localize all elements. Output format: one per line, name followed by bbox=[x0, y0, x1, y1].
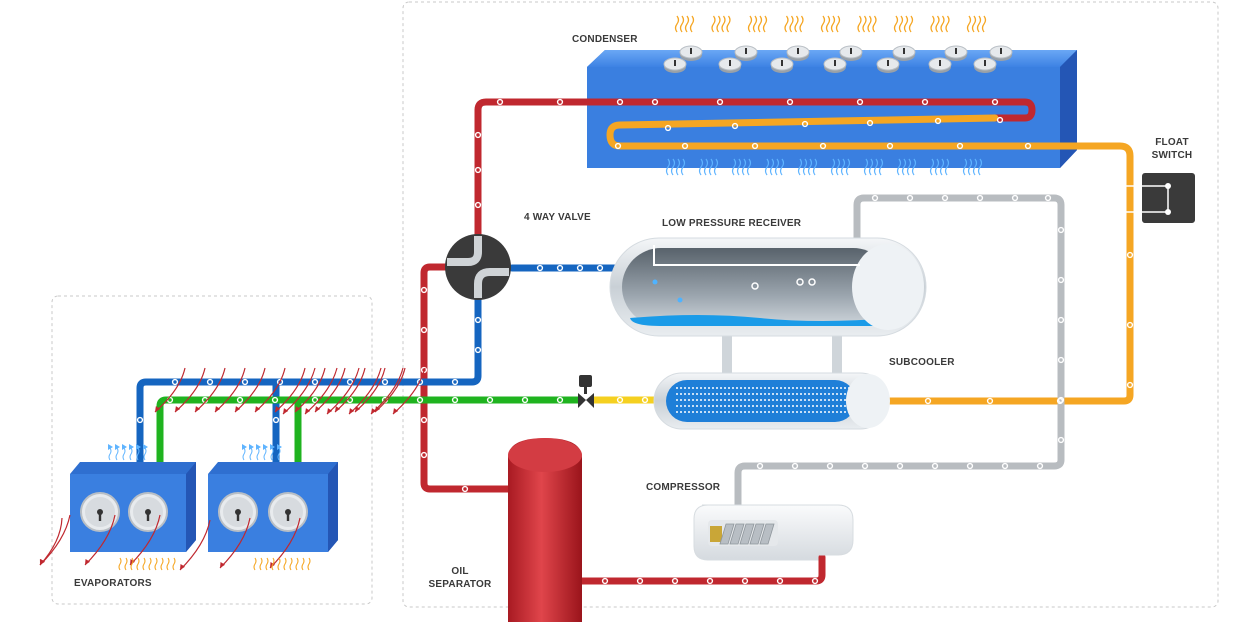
hot-gas-line bbox=[474, 98, 1036, 242]
airflow-arrows-icon bbox=[39, 367, 426, 571]
expansion-valve-icon bbox=[578, 375, 594, 408]
liquid-line bbox=[156, 396, 584, 469]
low-pressure-receiver-label: LOW PRESSURE RECEIVER bbox=[662, 218, 802, 229]
oil-separator bbox=[508, 438, 582, 622]
four-way-valve-label: 4 WAY VALVE bbox=[524, 212, 591, 223]
compressor bbox=[693, 504, 854, 561]
evaporator-fans bbox=[80, 492, 308, 532]
heat-waves-icon bbox=[674, 15, 987, 33]
evaporators-frame bbox=[51, 295, 373, 605]
low-pressure-receiver bbox=[609, 237, 927, 375]
compressor-label: COMPRESSOR bbox=[646, 482, 721, 493]
return-line bbox=[734, 194, 1065, 509]
evaporator-heat-waves-icon bbox=[118, 557, 311, 571]
evaporators-label: EVAPORATORS bbox=[74, 578, 152, 589]
valve-to-separator-line bbox=[420, 263, 516, 493]
float-switch-label-line1: FLOAT bbox=[1155, 137, 1189, 148]
oil-separator-label-line1: OIL bbox=[451, 566, 469, 577]
evaporator-cool-air-icon bbox=[108, 444, 282, 461]
condenser-label: CONDENSER bbox=[572, 34, 638, 45]
flow-dots bbox=[136, 98, 1134, 585]
condenser bbox=[587, 50, 1077, 168]
subcooler bbox=[653, 372, 890, 430]
condensate-line bbox=[606, 114, 1134, 405]
float-switch-label-line2: SWITCH bbox=[1151, 150, 1193, 161]
cool-air-icon bbox=[665, 158, 983, 176]
float-switch bbox=[1126, 173, 1195, 223]
condenser-fans bbox=[663, 45, 1013, 73]
four-way-valve bbox=[445, 234, 511, 300]
subcooler-label: SUBCOOLER bbox=[889, 357, 955, 368]
compressor-discharge-line bbox=[576, 553, 826, 585]
oil-separator-label-line2: SEPARATOR bbox=[428, 579, 492, 590]
